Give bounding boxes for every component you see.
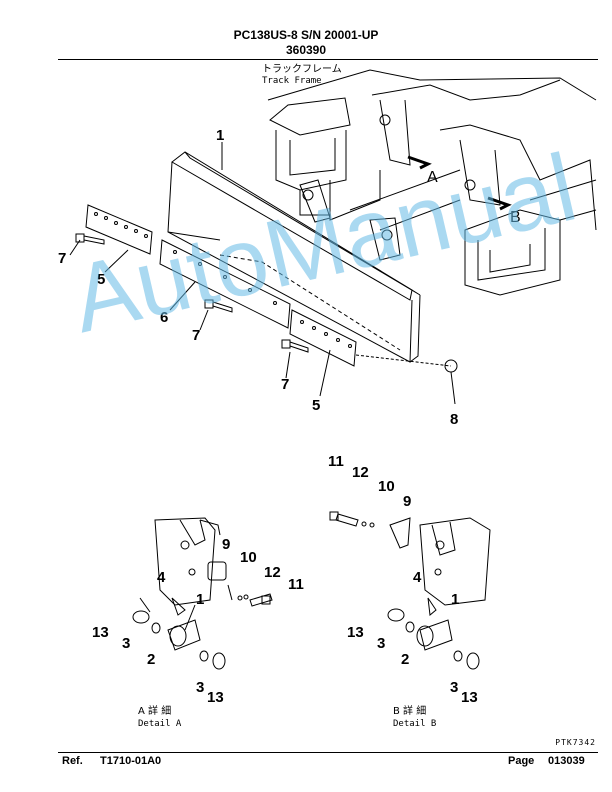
callout-a-9: 9 bbox=[222, 536, 230, 553]
callout-b-13: 13 bbox=[347, 624, 364, 641]
bolt-icon bbox=[204, 299, 233, 313]
callout-b-1: 1 bbox=[451, 591, 459, 608]
track-frame-jp-label: トラックフレーム bbox=[262, 63, 342, 75]
part-group-number: 360390 bbox=[285, 43, 327, 57]
detail-b-assembly bbox=[329, 511, 491, 670]
callout-b-9: 9 bbox=[403, 493, 411, 510]
callout-7: 7 bbox=[192, 327, 200, 344]
callout-b-13: 13 bbox=[461, 689, 478, 706]
cutting-edge-right bbox=[289, 309, 357, 367]
callout-a-11: 11 bbox=[288, 576, 304, 593]
bolt-icon bbox=[75, 233, 105, 245]
ref-value: T1710-01A0 bbox=[100, 755, 162, 767]
cutting-edge-left bbox=[85, 204, 153, 255]
track-frame bbox=[267, 69, 597, 296]
callout-b-4: 4 bbox=[413, 569, 422, 586]
detail-a-jp-label: A 詳 細 bbox=[138, 704, 171, 717]
callout-a-3: 3 bbox=[122, 635, 130, 652]
callout-b-11: 11 bbox=[328, 453, 344, 470]
ref-label: Ref. bbox=[62, 755, 83, 767]
callout-a-10: 10 bbox=[240, 549, 257, 566]
cutting-edge-center bbox=[159, 239, 291, 329]
page-value: 013039 bbox=[548, 755, 585, 767]
bottom-rule bbox=[58, 752, 598, 753]
callout-b-10: 10 bbox=[378, 478, 395, 495]
arrow-b-label: B bbox=[510, 209, 521, 226]
detail-b-en-label: Detail B bbox=[393, 719, 436, 729]
blade bbox=[167, 151, 421, 363]
callout-b-2: 2 bbox=[401, 651, 409, 668]
callout-a-4: 4 bbox=[157, 569, 166, 586]
callout-a-1: 1 bbox=[196, 591, 204, 608]
detail-a-assembly bbox=[132, 517, 273, 670]
callout-b-12: 12 bbox=[352, 464, 369, 481]
callout-a-3: 3 bbox=[196, 679, 204, 696]
arrow-a-icon bbox=[407, 155, 432, 170]
callout-b-3: 3 bbox=[377, 635, 385, 652]
page-label: Page bbox=[508, 755, 535, 767]
track-frame-en-label: Track Frame bbox=[262, 76, 322, 86]
callout-a-13: 13 bbox=[207, 689, 224, 706]
callout-8: 8 bbox=[450, 411, 458, 428]
model-title: PC138US-8 S/N 20001-UP bbox=[233, 28, 379, 42]
callout-a-2: 2 bbox=[147, 651, 155, 668]
detail-a-en-label: Detail A bbox=[138, 719, 182, 729]
callout-b-3: 3 bbox=[450, 679, 458, 696]
callout-a-13: 13 bbox=[92, 624, 109, 641]
arrow-a-label: A bbox=[427, 169, 438, 186]
drawing-code: PTK7342 bbox=[555, 738, 596, 747]
callout-1: 1 bbox=[216, 127, 224, 144]
callout-a-12: 12 bbox=[264, 564, 281, 581]
callout-5: 5 bbox=[97, 271, 105, 288]
top-rule bbox=[58, 59, 598, 60]
detail-b-jp-label: B 詳 細 bbox=[393, 704, 426, 717]
callout-5: 5 bbox=[312, 397, 320, 414]
bolt-icon bbox=[281, 339, 309, 353]
callout-7: 7 bbox=[281, 376, 289, 393]
arrow-b-icon bbox=[487, 196, 512, 211]
callout-6: 6 bbox=[160, 309, 168, 326]
callout-7: 7 bbox=[58, 250, 66, 267]
